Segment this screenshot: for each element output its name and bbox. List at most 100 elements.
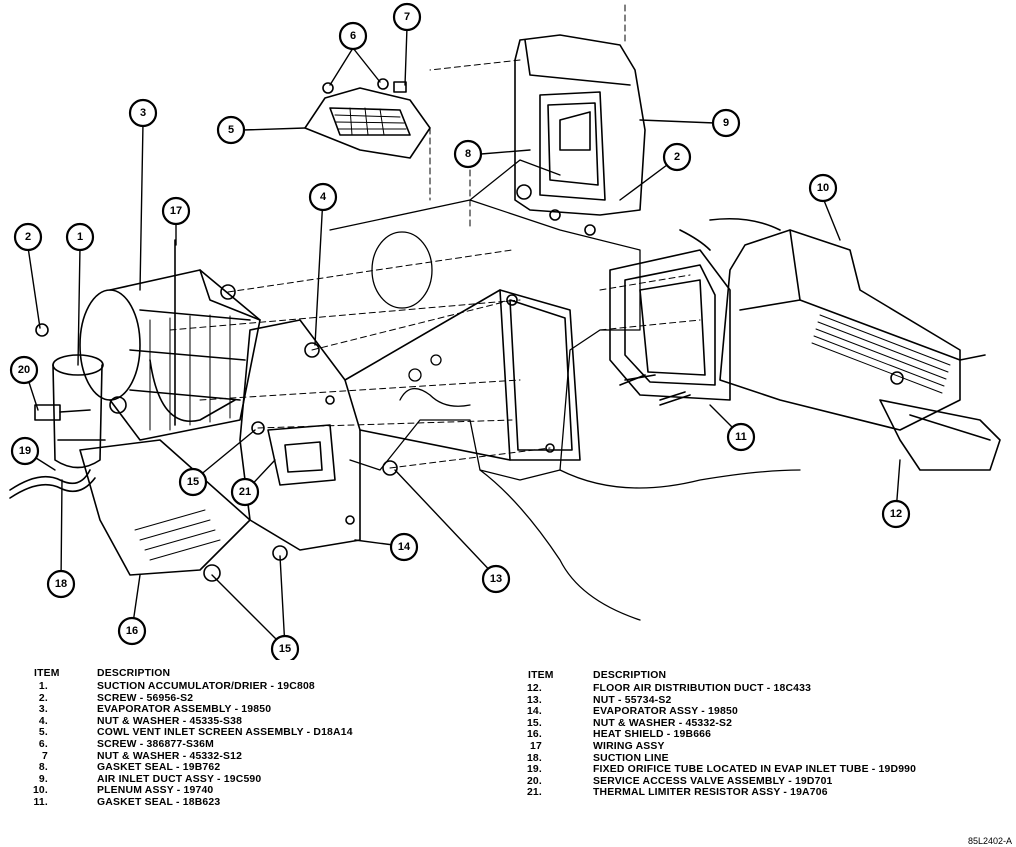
legend-item-description: NUT & WASHER - 45332-S12: [97, 750, 243, 762]
legend-item-description: SCREW - 386877-S36M: [97, 739, 214, 750]
legend-row: 16.HEAT SHIELD - 19B666: [500, 729, 1000, 741]
legend-row: 10.PLENUM ASSY - 19740: [0, 785, 500, 797]
callout-9: 9: [711, 108, 741, 138]
legend-row: 2.SCREW - 56956-S2: [0, 693, 500, 705]
legend-row: 12.FLOOR AIR DISTRIBUTION DUCT - 18C433: [500, 683, 1000, 695]
exploded-parts-diagram: 1 2 2 3 4 5 6 7 8 9 10 11 12 13 14 15 15…: [9, 2, 1001, 660]
gasket-seal-plenum: [609, 249, 731, 401]
legend-item-header: ITEM: [528, 670, 554, 681]
alignment-lines: [169, 4, 701, 469]
legend-row: 3. EVAPORATOR ASSEMBLY - 19850: [0, 704, 500, 716]
callout-8: 8: [453, 139, 483, 169]
svg-text:3: 3: [140, 107, 146, 119]
legend-item-number: 11.: [33, 797, 48, 808]
svg-text:4: 4: [320, 191, 327, 203]
legend-item-number: 5.: [38, 727, 48, 739]
svg-text:17: 17: [170, 205, 182, 217]
svg-text:18: 18: [55, 578, 67, 590]
legend-row: 11. GASKET SEAL - 18B623: [0, 797, 500, 809]
callout-21: 21: [230, 477, 260, 507]
legend-item-number: 6.: [38, 739, 48, 750]
svg-text:7: 7: [404, 11, 410, 23]
legend-item-number: 18.: [526, 752, 542, 764]
legend-item-description: NUT - 55734-S2: [593, 694, 672, 706]
legend-item-number: 17: [530, 741, 542, 752]
callout-15-upper: 15: [178, 467, 208, 497]
callout-4: 4: [308, 182, 338, 212]
leader-lines: [24, 26, 901, 649]
legend-item-number: 14.: [526, 706, 542, 718]
parts-legend-right: ITEM DESCRIPTION 12.FLOOR AIR DISTRIBUTI…: [500, 670, 1000, 840]
svg-text:15: 15: [279, 643, 291, 655]
legend-item-description: SUCTION LINE: [593, 752, 669, 764]
cowl-vent-inlet-screen: [304, 78, 431, 159]
callout-14: 14: [389, 532, 419, 562]
legend-item-description: PLENUM ASSY - 19740: [97, 785, 214, 797]
svg-text:14: 14: [398, 541, 411, 553]
legend-item-description: AIR INLET DUCT ASSY - 19C590: [97, 773, 262, 785]
legend-item-description: THERMAL LIMITER RESISTOR ASSY - 19A706: [593, 787, 828, 799]
legend-item-description: GASKET SEAL - 19B762: [97, 762, 221, 774]
legend-item-description: SUCTION ACCUMULATOR/DRIER - 19C808: [97, 681, 315, 692]
legend-row: 8. GASKET SEAL - 19B762: [0, 762, 500, 774]
callout-18: 18: [46, 569, 76, 599]
svg-text:13: 13: [490, 573, 502, 585]
legend-row: 21.THERMAL LIMITER RESISTOR ASSY - 19A70…: [500, 787, 1000, 799]
svg-text:21: 21: [239, 486, 251, 498]
legend-item-description: EVAPORATOR ASSY - 19850: [593, 706, 738, 718]
legend-row: 5. COWL VENT INLET SCREEN ASSEMBLY - D18A…: [0, 727, 500, 739]
figure-reference-code: 85L2402-A: [967, 836, 1012, 846]
callout-2-duct-screw: 2: [662, 142, 692, 172]
callout-12: 12: [881, 499, 911, 529]
legend-description-header: DESCRIPTION: [593, 670, 667, 681]
legend-row: 13.NUT - 55734-S2: [500, 695, 1000, 707]
evaporator-assembly: [79, 269, 261, 441]
callout-16: 16: [117, 616, 147, 646]
legend-item-description: GASKET SEAL - 18B623: [97, 797, 221, 808]
legend-item-number: 20.: [526, 775, 542, 787]
legend-description-header: DESCRIPTION: [97, 668, 171, 679]
legend-row: 20. SERVICE ACCESS VALVE ASSEMBLY - 19D70…: [500, 776, 1000, 788]
callout-13: 13: [481, 564, 511, 594]
legend-item-description: SCREW - 56956-S2: [97, 692, 194, 704]
legend-item-description: NUT & WASHER - 45335-S38: [97, 715, 243, 727]
legend-item-description: EVAPORATOR ASSEMBLY - 19850: [97, 704, 272, 716]
callout-19: 19: [10, 436, 40, 466]
callout-6: 6: [338, 21, 368, 51]
evaporator-mounting-plate: [239, 289, 581, 551]
callout-7: 7: [392, 2, 422, 32]
legend-row: 1.SUCTION ACCUMULATOR/DRIER - 19C808: [0, 681, 500, 693]
legend-item-description: FLOOR AIR DISTRIBUTION DUCT - 18C433: [593, 683, 812, 694]
legend-item-header: ITEM: [34, 668, 60, 679]
svg-text:19: 19: [19, 445, 31, 457]
svg-text:15: 15: [187, 476, 199, 488]
legend-row: 18. SUCTION LINE: [500, 753, 1000, 765]
callout-1: 1: [65, 222, 95, 252]
legend-row: 14. EVAPORATOR ASSY - 19850: [500, 706, 1000, 718]
legend-item-description: FIXED ORIFICE TUBE LOCATED IN EVAP INLET…: [593, 764, 917, 776]
legend-item-description: SERVICE ACCESS VALVE ASSEMBLY - 19D701: [593, 775, 833, 787]
legend-item-description: COWL VENT INLET SCREEN ASSEMBLY - D18A14: [97, 727, 353, 739]
legend-item-number: 15.: [526, 717, 542, 729]
legend-row: 19.FIXED ORIFICE TUBE LOCATED IN EVAP IN…: [500, 764, 1000, 776]
svg-text:2: 2: [674, 151, 680, 163]
legend-row: 9. AIR INLET DUCT ASSY - 19C590: [0, 774, 500, 786]
legend-item-number: 3.: [38, 704, 48, 716]
svg-text:2: 2: [25, 231, 31, 243]
svg-text:16: 16: [126, 625, 138, 637]
legend-item-number: 9.: [38, 773, 48, 785]
svg-text:11: 11: [735, 431, 747, 443]
legend-row: 6. SCREW - 386877-S36M: [0, 739, 500, 751]
callout-10: 10: [808, 173, 838, 203]
callout-20: 20: [9, 355, 39, 385]
legend-item-description: WIRING ASSY: [593, 741, 665, 752]
callout-15-lower: 15: [270, 634, 300, 660]
callout-5: 5: [216, 115, 246, 145]
legend-item-number: 8.: [38, 762, 48, 774]
plenum-and-floor-duct: [679, 217, 1001, 471]
air-inlet-duct: [514, 34, 646, 236]
legend-row: 17 WIRING ASSY: [500, 741, 1000, 753]
svg-text:6: 6: [350, 30, 356, 42]
dash-panel: [329, 159, 801, 621]
